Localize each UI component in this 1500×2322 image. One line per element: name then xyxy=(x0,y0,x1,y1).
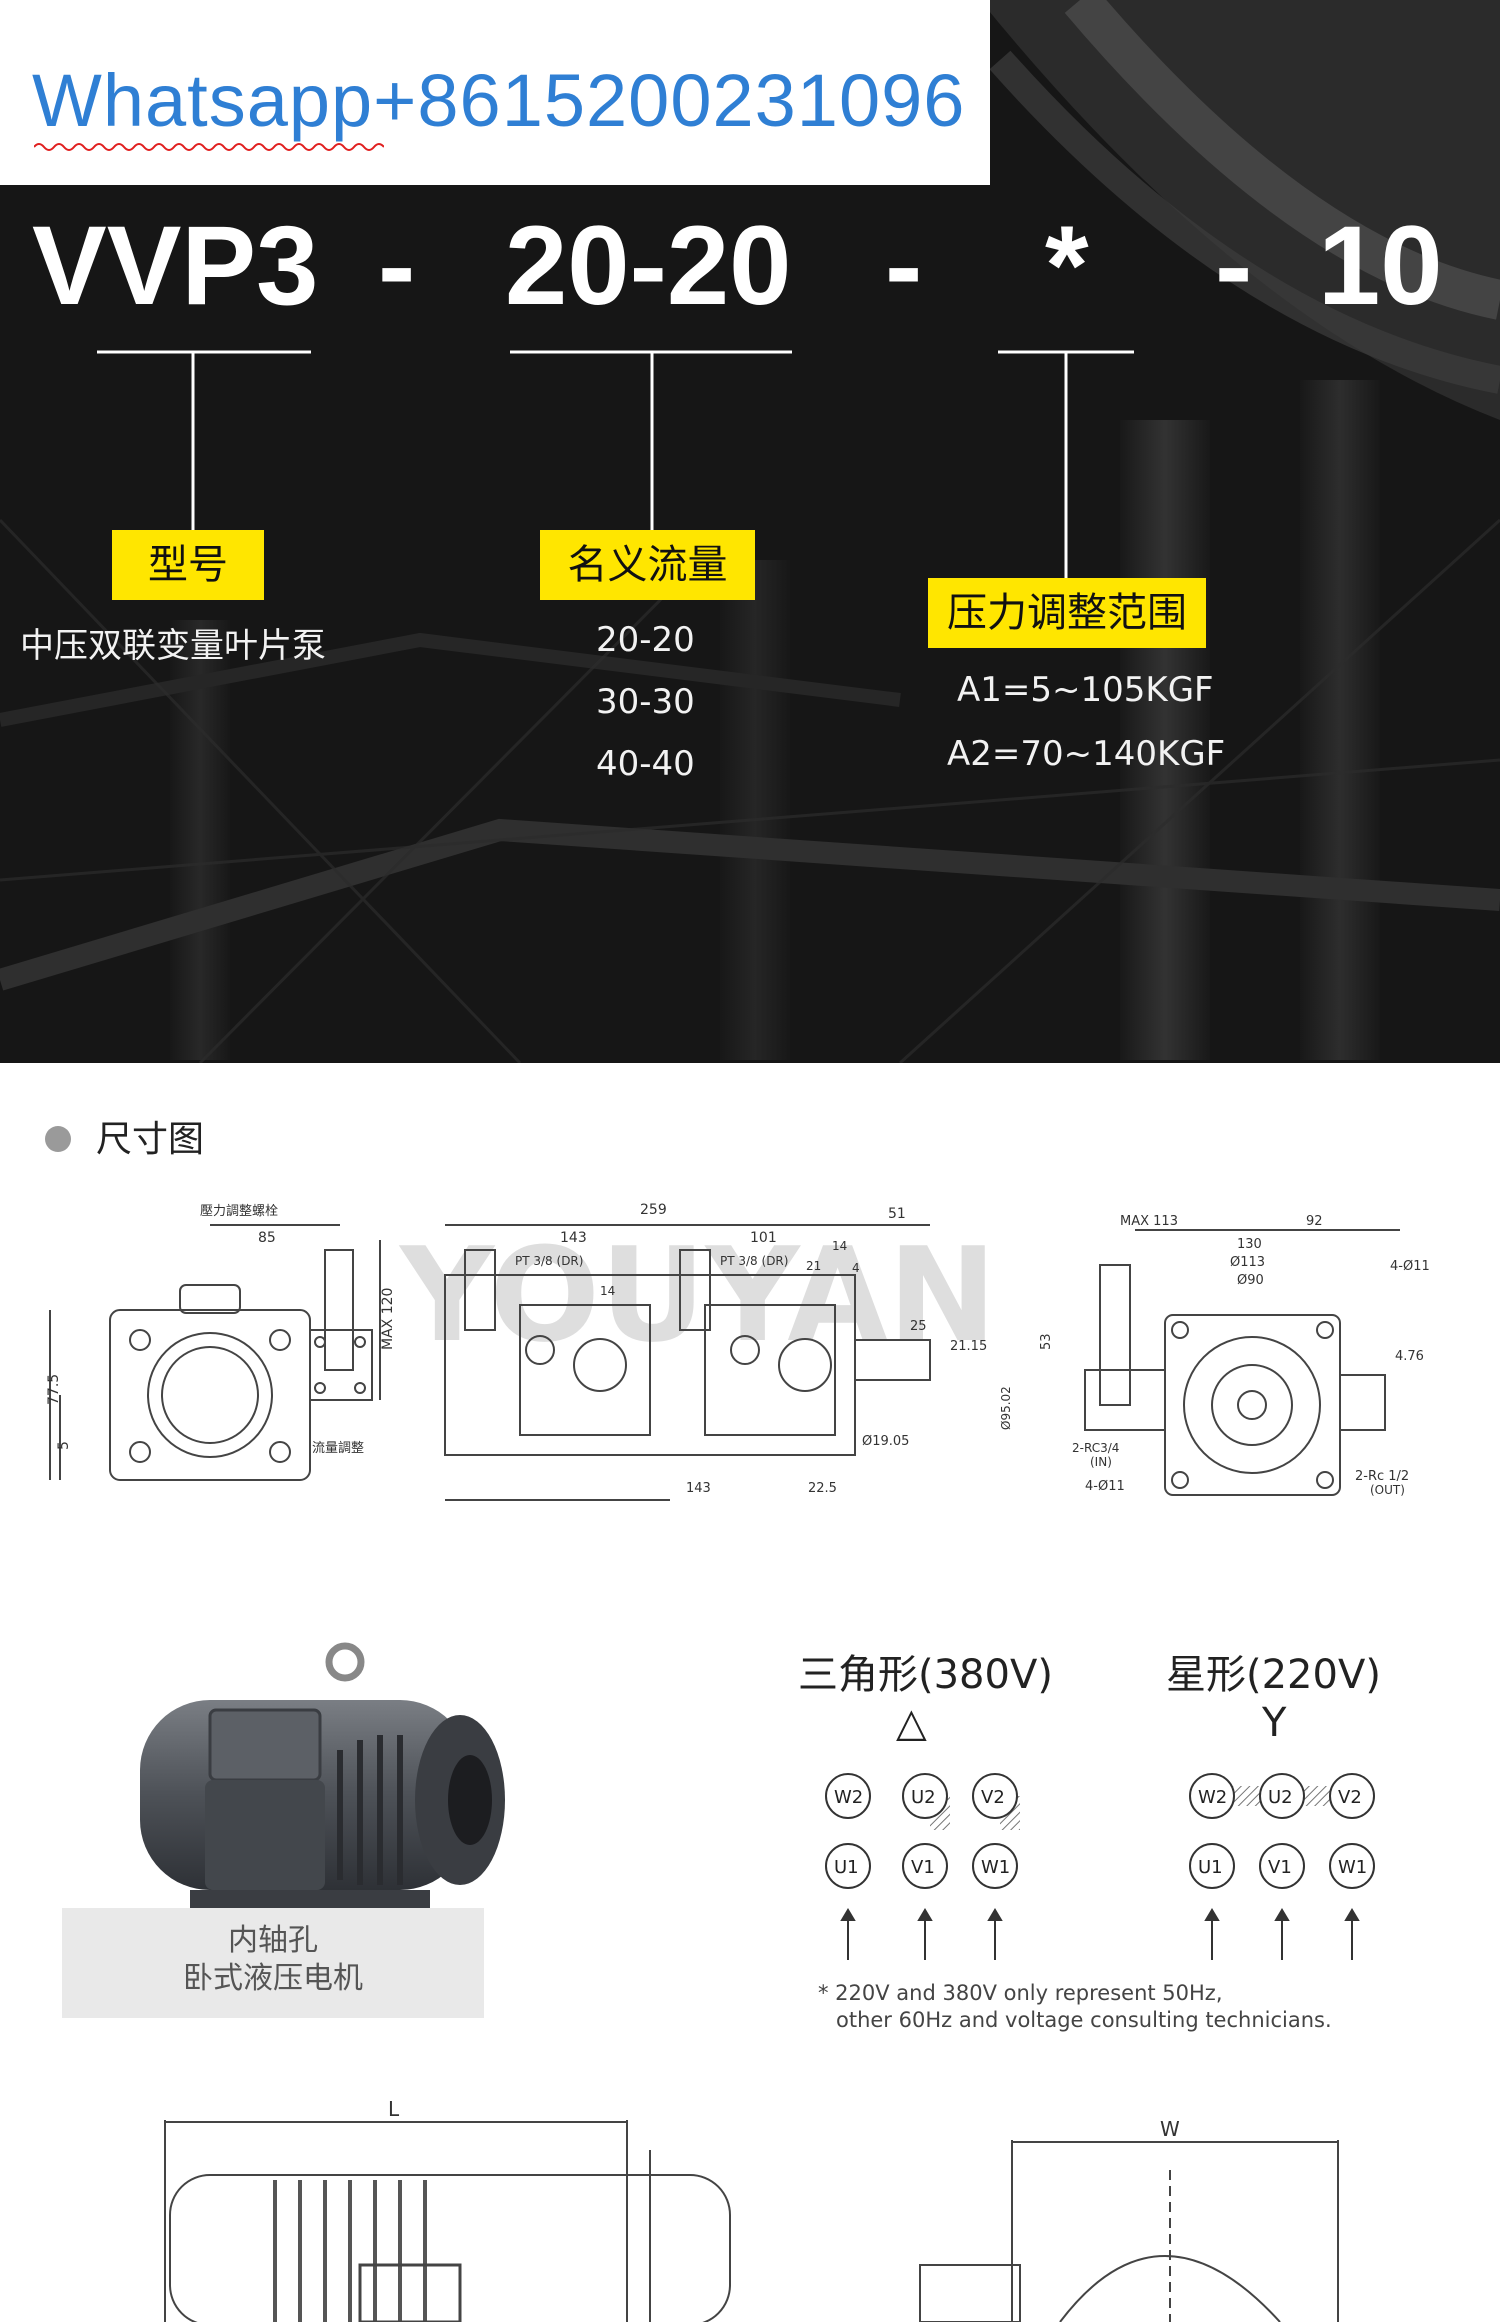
label-model: 型号 xyxy=(112,530,264,600)
motor-outline-drawings: L W xyxy=(164,2097,1339,2322)
value-pressure-1: A1=5~105KGF xyxy=(957,670,1214,710)
code-flow: 20-20 xyxy=(505,203,792,328)
drawing-side-view xyxy=(444,1224,931,1501)
drawing1-top-label: 壓力調整螺栓 xyxy=(200,1204,278,1219)
delta-terminal-w2: W2 xyxy=(834,1787,863,1808)
watermark-text: YOUYAN xyxy=(398,1219,997,1371)
motor-dim-length: L xyxy=(388,2097,400,2121)
label-pressure: 压力调整范围 xyxy=(928,578,1206,648)
code-dash-1: - xyxy=(378,203,416,328)
drawing2-dim-4: 4 xyxy=(852,1261,860,1275)
delta-symbol: △ xyxy=(896,1700,927,1746)
code-design: 10 xyxy=(1318,203,1443,328)
label-flow: 名义流量 xyxy=(540,530,755,600)
star-terminal-v2: V2 xyxy=(1338,1787,1362,1808)
delta-title: 三角形(380V) xyxy=(798,1652,1053,1698)
whatsapp-banner: Whatsapp+8615200231096 xyxy=(0,0,990,185)
delta-terminal-w1: W1 xyxy=(981,1857,1010,1878)
drawing2-pt-dr-2: PT 3/8 (DR) xyxy=(720,1254,788,1268)
code-dash-3: - xyxy=(1215,203,1253,328)
drawing2-dim-225: 22.5 xyxy=(808,1481,837,1496)
star-symbol: Y xyxy=(1262,1700,1287,1746)
dimension-drawings: YOUYAN 壓力調整螺栓 85 77.5 5 MAX 120 流量調整 xyxy=(46,1202,1430,1501)
drawing1-dim-max120: MAX 120 xyxy=(380,1288,396,1350)
star-terminal-w2: W2 xyxy=(1198,1787,1227,1808)
voltage-note-line1: * 220V and 380V only represent 50Hz, xyxy=(818,1981,1223,2005)
drawing3-dim-max113: MAX 113 xyxy=(1120,1214,1178,1229)
star-title: 星形(220V) xyxy=(1166,1652,1381,1698)
drawing1-dim-85: 85 xyxy=(258,1230,276,1246)
drawing2-dim-spigot: Ø95.02 xyxy=(999,1386,1013,1430)
section-bullet-icon xyxy=(45,1126,71,1152)
delta-terminals: W2 U2 V2 U1 V1 W1 xyxy=(825,1773,1020,1889)
drawing3-dim-90: Ø90 xyxy=(1237,1273,1264,1288)
drawing2-dim-259: 259 xyxy=(640,1202,667,1218)
delta-terminal-u2: U2 xyxy=(911,1787,936,1808)
drawing2-pt-dr-1: PT 3/8 (DR) xyxy=(515,1254,583,1268)
code-pressure: * xyxy=(1045,203,1089,328)
value-flow-3: 40-40 xyxy=(596,744,695,784)
code-series: VVP3 xyxy=(32,203,319,328)
drawing3-dim-476: 4.76 xyxy=(1395,1349,1424,1364)
drawing2-dim-14a: 14 xyxy=(600,1284,615,1298)
code-connector-lines xyxy=(97,350,1134,578)
drawing3-inlet: 2-RC3/4 xyxy=(1072,1441,1119,1455)
motor-dim-width: W xyxy=(1160,2117,1180,2141)
drawing2-dim-53: 53 xyxy=(1039,1333,1054,1350)
drawing2-dim-51: 51 xyxy=(888,1206,906,1222)
hero-banner: Whatsapp+8615200231096 VVP3 - 20-20 - * … xyxy=(0,0,1500,1063)
drawing2-dim-shaft: Ø19.05 xyxy=(862,1434,909,1449)
drawing3-inlet-label: (IN) xyxy=(1090,1455,1112,1469)
motor-caption: 内轴孔 卧式液压电机 xyxy=(62,1908,484,2018)
drawing1-flow-label: 流量調整 xyxy=(312,1441,364,1456)
star-terminals: W2 U2 V2 U1 V1 W1 xyxy=(1189,1773,1375,1889)
drawing3-holes-bottom: 4-Ø11 xyxy=(1085,1479,1125,1494)
delta-terminal-v1: V1 xyxy=(911,1857,935,1878)
voltage-note: * 220V and 380V only represent 50Hz, oth… xyxy=(818,1980,1332,2034)
delta-terminal-u1: U1 xyxy=(834,1857,859,1878)
section-title-dimensions: 尺寸图 xyxy=(96,1119,205,1160)
drawing1-dim-775: 77.5 xyxy=(46,1374,62,1405)
value-model: 中压双联变量叶片泵 xyxy=(20,626,326,666)
drawing3-outlet-label: (OUT) xyxy=(1370,1483,1405,1497)
code-dash-2: - xyxy=(885,203,923,328)
star-terminal-u2: U2 xyxy=(1268,1787,1293,1808)
value-flow-2: 30-30 xyxy=(596,682,695,722)
drawing2-dim-14b: 14 xyxy=(832,1239,847,1253)
drawing3-dim-92: 92 xyxy=(1306,1214,1323,1229)
star-terminal-u1: U1 xyxy=(1198,1857,1223,1878)
value-flow-1: 20-20 xyxy=(596,620,695,660)
drawing2-dim-2115: 21.15 xyxy=(950,1339,987,1354)
drawing3-holes-top: 4-Ø11 xyxy=(1390,1259,1430,1274)
whatsapp-contact[interactable]: Whatsapp+8615200231096 xyxy=(32,59,966,142)
spellcheck-underline xyxy=(34,143,384,151)
drawing3-dim-130: 130 xyxy=(1237,1237,1262,1252)
star-terminal-w1: W1 xyxy=(1338,1857,1367,1878)
drawing2-dim-25: 25 xyxy=(910,1319,927,1334)
star-terminal-v1: V1 xyxy=(1268,1857,1292,1878)
value-pressure-2: A2=70~140KGF xyxy=(947,734,1226,774)
drawing1-dim-5: 5 xyxy=(56,1441,72,1450)
drawing2-dim-101: 101 xyxy=(750,1230,777,1246)
supply-arrows xyxy=(840,1908,1360,1960)
drawing2-dim-21: 21 xyxy=(806,1259,821,1273)
voltage-note-line2: other 60Hz and voltage consulting techni… xyxy=(836,2008,1332,2032)
wiring-diagram: W2 U2 V2 U1 V1 W1 W2 U2 V2 U1 V1 W1 xyxy=(825,1773,1375,1960)
drawing3-outlet: 2-Rc 1/2 xyxy=(1355,1469,1409,1484)
drawing2-dim-143b: 143 xyxy=(686,1481,711,1496)
drawing2-dim-143: 143 xyxy=(560,1230,587,1246)
drawing-rear-view xyxy=(1084,1229,1400,1496)
motor-caption-line1: 内轴孔 xyxy=(228,1923,318,1958)
delta-terminal-v2: V2 xyxy=(981,1787,1005,1808)
drawing3-dim-113: Ø113 xyxy=(1230,1255,1265,1270)
drawing-front-view xyxy=(49,1224,381,1481)
motor-caption-line2: 卧式液压电机 xyxy=(183,1961,363,1996)
